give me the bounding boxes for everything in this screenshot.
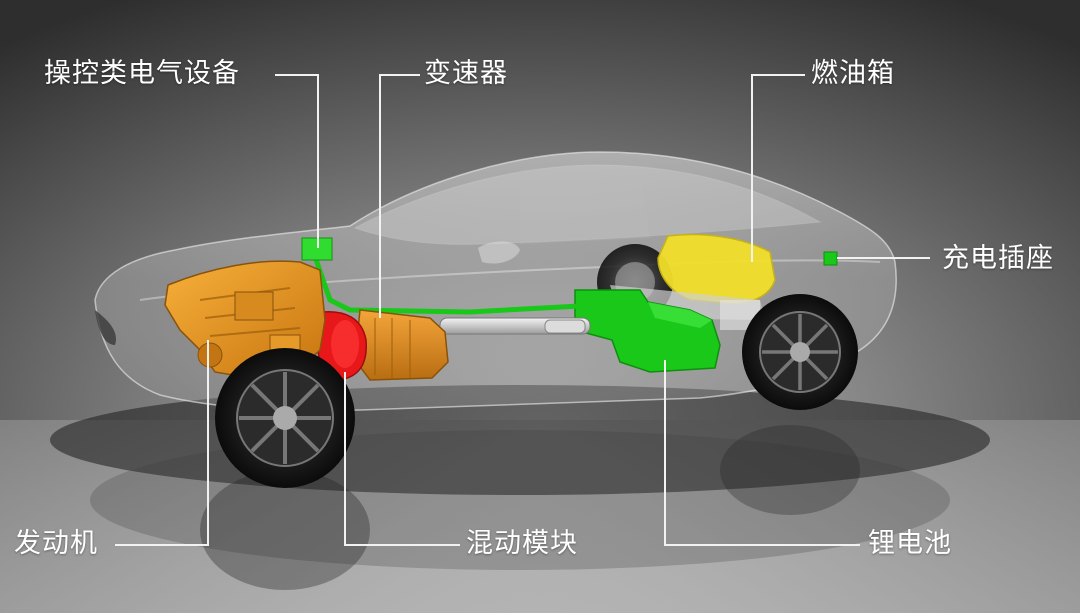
label-fuel-tank: 燃油箱 bbox=[811, 58, 895, 89]
label-lithium-battery: 锂电池 bbox=[868, 528, 952, 559]
label-control-electrical: 操控类电气设备 bbox=[44, 58, 240, 89]
label-charging-port: 充电插座 bbox=[942, 243, 1054, 274]
label-transmission: 变速器 bbox=[424, 58, 508, 89]
label-hybrid-module: 混动模块 bbox=[466, 528, 578, 559]
label-engine: 发动机 bbox=[14, 528, 98, 559]
